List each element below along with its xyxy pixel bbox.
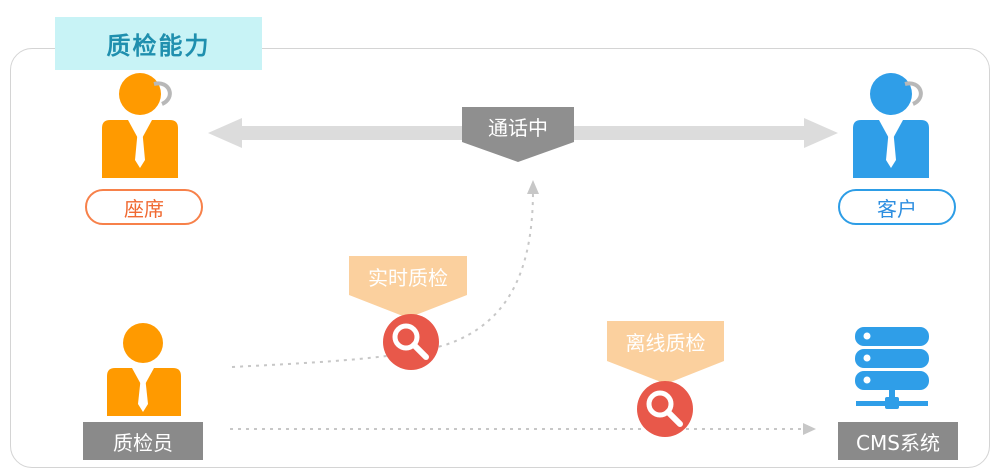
agent-headset-icon	[102, 73, 178, 178]
call-arrow	[208, 118, 838, 148]
offline-arrowhead	[803, 423, 816, 435]
cms-system-label: CMS系统	[838, 422, 958, 460]
offline-pennant	[607, 321, 724, 384]
call-pennant	[462, 107, 574, 162]
agent-label: 座席	[85, 189, 203, 225]
offline-search-icon	[637, 381, 693, 437]
customer-headset-icon	[853, 73, 929, 178]
inspector-label: 质检员	[83, 422, 203, 460]
server-icon	[855, 327, 929, 409]
inspector-person-icon	[107, 323, 181, 416]
customer-label: 客户	[838, 189, 956, 225]
offline-qc-label: 离线质检	[625, 331, 706, 355]
realtime-arrowhead	[527, 180, 539, 194]
realtime-dotted-path	[231, 189, 534, 368]
page-title: 质检能力	[55, 17, 262, 70]
call-status-label: 通话中	[488, 116, 548, 140]
realtime-pennant	[349, 256, 467, 318]
realtime-search-icon	[383, 314, 439, 370]
realtime-qc-label: 实时质检	[368, 266, 448, 290]
